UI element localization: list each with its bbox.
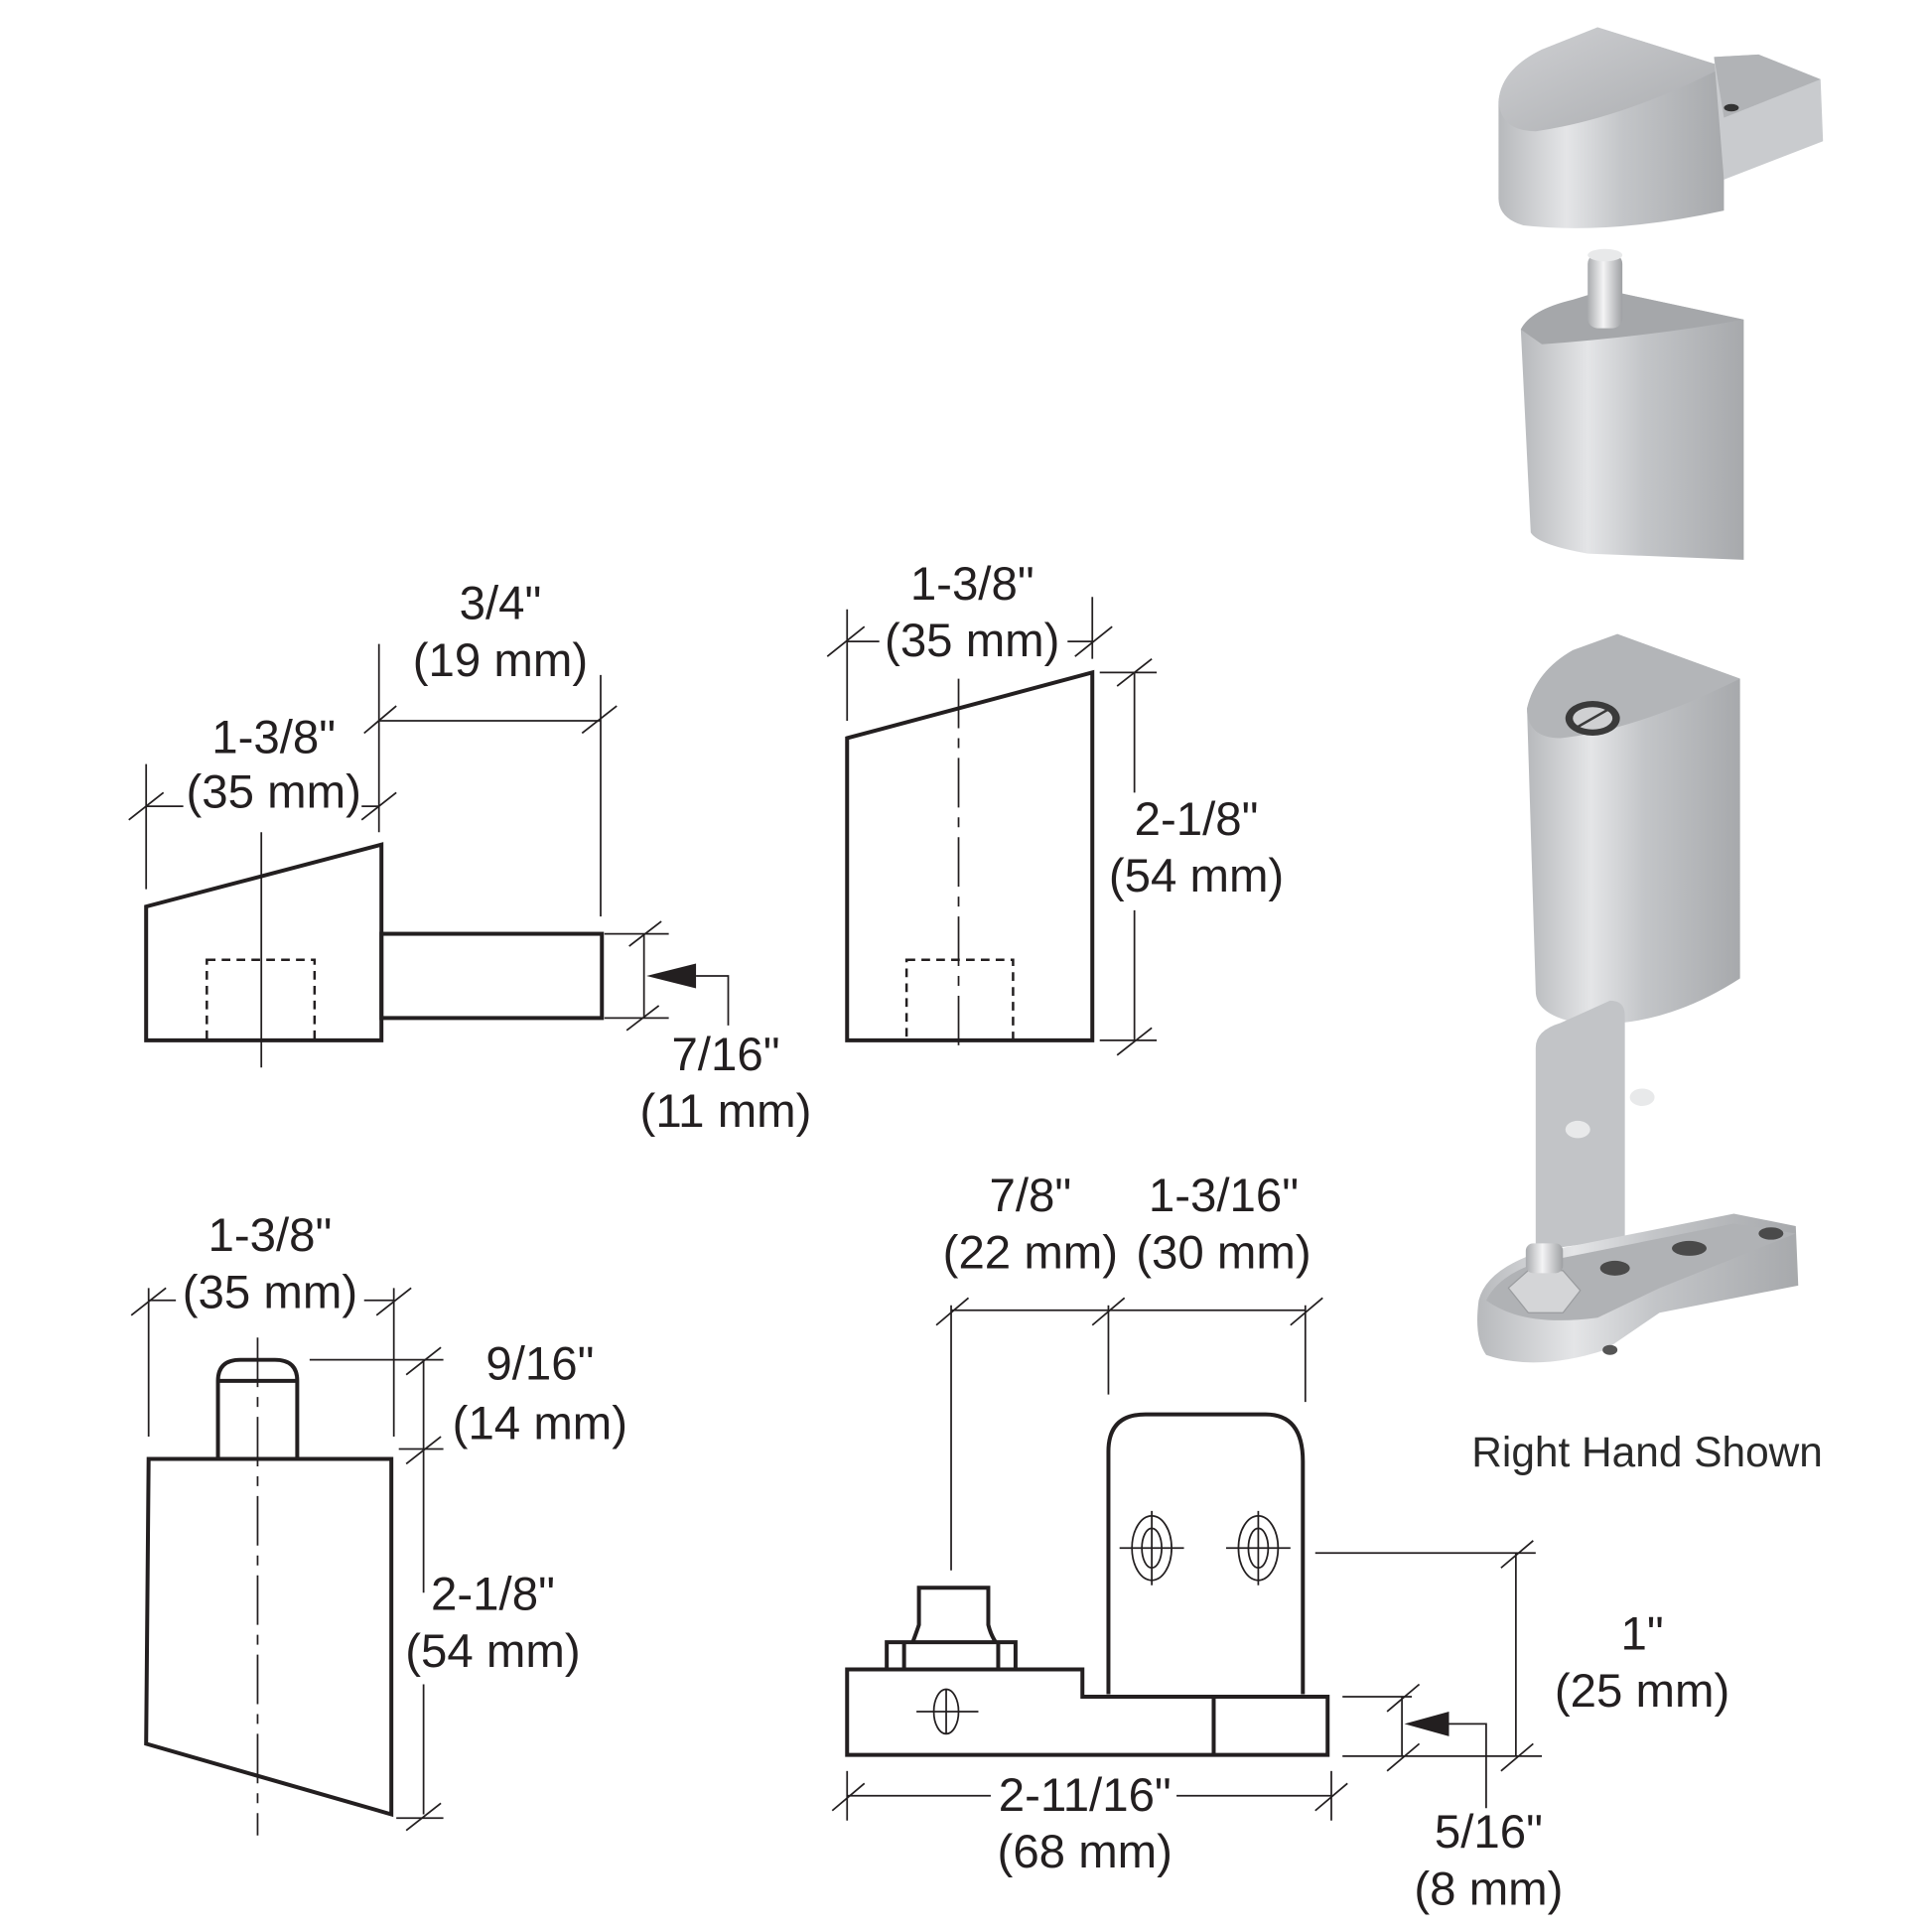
dim-length-imperial: 2-11/16" [999,1769,1172,1822]
dim-width-imperial: 1-3/8" [208,1209,333,1262]
dim-width-imperial: 1-3/8" [211,711,336,763]
screw-hole-icon [1119,1510,1184,1586]
bottom-pivot-base-view: 7/8" (22 mm) 1-3/16" (30 mm) 2-11/16" (6… [831,1170,1729,1916]
dim-width-metric: (35 mm) [183,1266,357,1318]
arrow-icon [1404,1711,1449,1736]
dim-arm-height-imperial: 7/16" [671,1029,779,1081]
dim-pin-metric: (14 mm) [453,1398,627,1450]
dim-hole-height-imperial: 1" [1621,1608,1664,1661]
block-outline [845,669,1095,1042]
dim-width-metric: (35 mm) [885,615,1059,667]
dim-offset-imperial: 7/8" [990,1170,1072,1222]
dim-hole-height-metric: (25 mm) [1555,1665,1729,1718]
caption-right-hand-shown: Right Hand Shown [1471,1429,1823,1475]
dim-pin-imperial: 9/16" [485,1338,594,1391]
block-outline [144,842,384,1042]
dim-plate-imperial: 1-3/16" [1149,1170,1299,1222]
screw-hole-icon [1225,1510,1291,1586]
dim-arm-height-metric: (11 mm) [640,1085,812,1138]
dim-base-thickness-imperial: 5/16" [1435,1806,1543,1859]
dim-length-metric: (68 mm) [998,1826,1173,1878]
block-outline [144,1456,394,1818]
hex-nut-outline [885,1640,1018,1670]
dim-height-metric: (54 mm) [405,1625,580,1678]
dim-height-metric: (54 mm) [1109,850,1284,902]
top-pivot-front-view: 1-3/8" (35 mm) 2-1/8" (54 mm) [826,558,1284,1056]
pivot-pin-outline [910,1586,998,1644]
arrow-icon [646,963,697,989]
dim-arm-imperial: 3/4" [460,578,542,630]
product-photo-bottom-pivot-block [1527,633,1740,1025]
dim-base-thickness-metric: (8 mm) [1414,1863,1563,1916]
dim-plate-metric: (30 mm) [1136,1226,1311,1279]
bottom-pivot-block-view: 1-3/8" (35 mm) 9/16" (14 mm) 2-1/8" (54 … [130,1209,627,1836]
dim-offset-metric: (22 mm) [943,1226,1118,1279]
product-photo-bottom-pivot-base-plate [1477,1000,1799,1363]
dim-height-imperial: 2-1/8" [1135,793,1259,846]
screw-hole-icon [916,1688,979,1735]
base-outline [845,1667,1330,1757]
arm-outline [379,931,605,1021]
plate-outline [1106,1412,1306,1695]
hidden-socket [904,958,1015,1042]
dim-width-imperial: 1-3/8" [910,558,1035,611]
dim-arm-metric: (19 mm) [413,634,588,687]
product-photo-top-pivot-cap [1498,27,1824,228]
product-photo-top-pivot-pin-block [1520,248,1744,560]
top-pivot-side-view: 1-3/8" (35 mm) 3/4" (19 mm) 7/16" (11 mm… [128,578,812,1138]
dim-width-metric: (35 mm) [186,765,360,818]
dim-height-imperial: 2-1/8" [431,1569,555,1621]
